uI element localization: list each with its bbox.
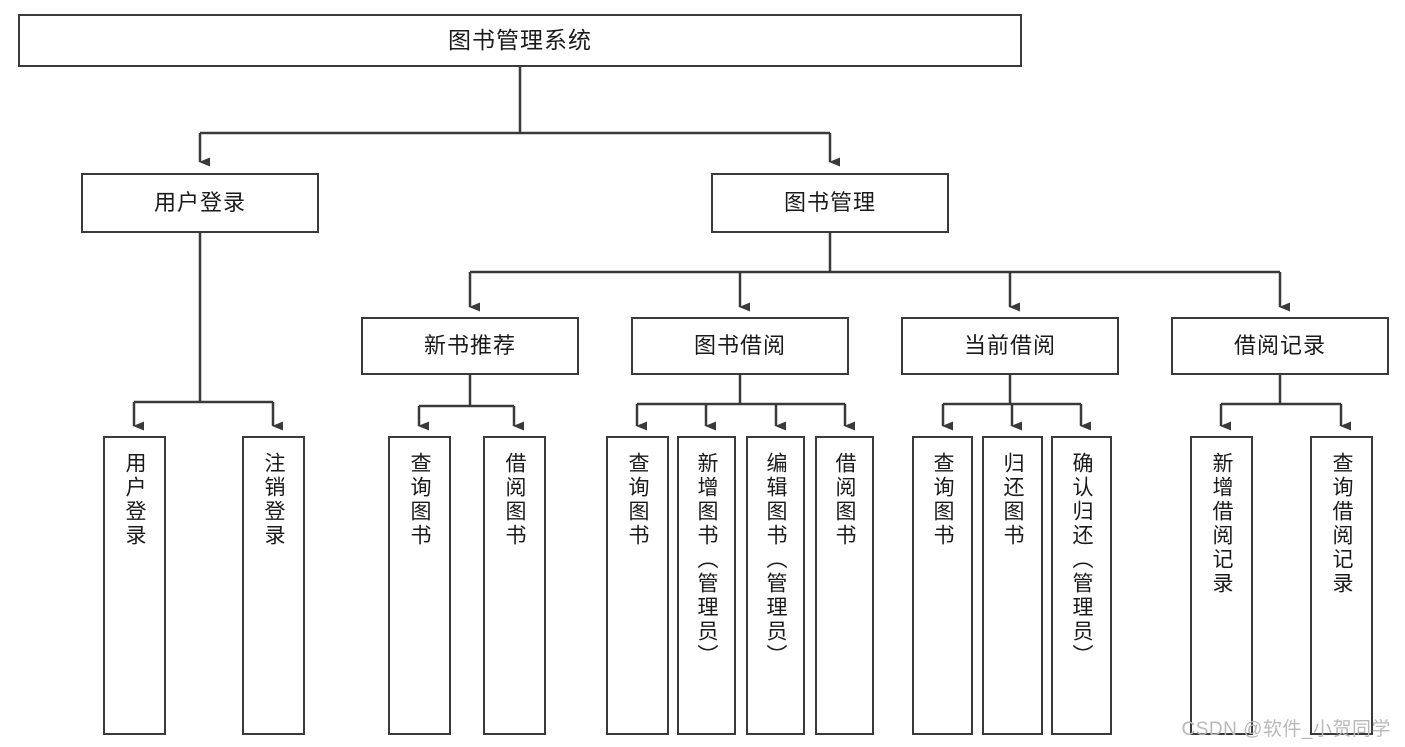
- node-label: 查询图书: [931, 452, 954, 548]
- node-leaf-return-book[interactable]: 归还图书: [982, 436, 1043, 735]
- node-label: 用户登录: [153, 189, 246, 215]
- node-leaf-query-book-1[interactable]: 查询图书: [388, 436, 451, 735]
- node-leaf-query-borrow-record[interactable]: 查询借阅记录: [1310, 436, 1373, 735]
- node-label: 注销登录: [262, 452, 285, 548]
- node-label: 查询图书: [626, 452, 649, 548]
- node-label: 编辑图书（管理员）: [764, 452, 787, 668]
- node-label: 归还图书: [1001, 452, 1024, 548]
- node-leaf-add-book-admin[interactable]: 新增图书（管理员）: [677, 436, 736, 735]
- node-borrow-record[interactable]: 借阅记录: [1171, 317, 1389, 375]
- node-label: 借阅记录: [1233, 332, 1326, 358]
- node-user-login[interactable]: 用户登录: [81, 173, 319, 233]
- node-label: 图书借阅: [693, 332, 786, 358]
- watermark-text: CSDN @软件_小贺同学: [1181, 719, 1391, 740]
- node-label: 图书管理: [783, 189, 876, 215]
- node-root-system[interactable]: 图书管理系统: [18, 14, 1022, 67]
- node-leaf-add-borrow-record[interactable]: 新增借阅记录: [1190, 436, 1253, 735]
- node-label: 用户登录: [123, 452, 146, 548]
- node-book-borrow[interactable]: 图书借阅: [631, 317, 849, 375]
- node-label: 当前借阅: [963, 332, 1056, 358]
- node-current-borrow[interactable]: 当前借阅: [901, 317, 1119, 375]
- node-label: 新增借阅记录: [1210, 452, 1233, 596]
- node-leaf-confirm-return-admin[interactable]: 确认归还（管理员）: [1051, 436, 1112, 735]
- node-label: 新书推荐: [423, 332, 516, 358]
- node-label: 借阅图书: [833, 452, 856, 548]
- node-leaf-query-book-3[interactable]: 查询图书: [912, 436, 973, 735]
- node-leaf-borrow-book-1[interactable]: 借阅图书: [483, 436, 546, 735]
- node-leaf-edit-book-admin[interactable]: 编辑图书（管理员）: [746, 436, 805, 735]
- node-leaf-query-book-2[interactable]: 查询图书: [606, 436, 669, 735]
- node-book-manage[interactable]: 图书管理: [711, 173, 949, 233]
- node-label: 确认归还（管理员）: [1070, 452, 1093, 668]
- node-leaf-borrow-book-2[interactable]: 借阅图书: [815, 436, 874, 735]
- node-new-book-recommend[interactable]: 新书推荐: [361, 317, 579, 375]
- node-label: 借阅图书: [503, 452, 526, 548]
- node-label: 新增图书（管理员）: [695, 452, 718, 668]
- node-label: 图书管理系统: [448, 26, 592, 53]
- node-leaf-user-login[interactable]: 用户登录: [103, 436, 166, 735]
- node-leaf-logout-login[interactable]: 注销登录: [242, 436, 305, 735]
- node-label: 查询借阅记录: [1330, 452, 1353, 596]
- node-label: 查询图书: [408, 452, 431, 548]
